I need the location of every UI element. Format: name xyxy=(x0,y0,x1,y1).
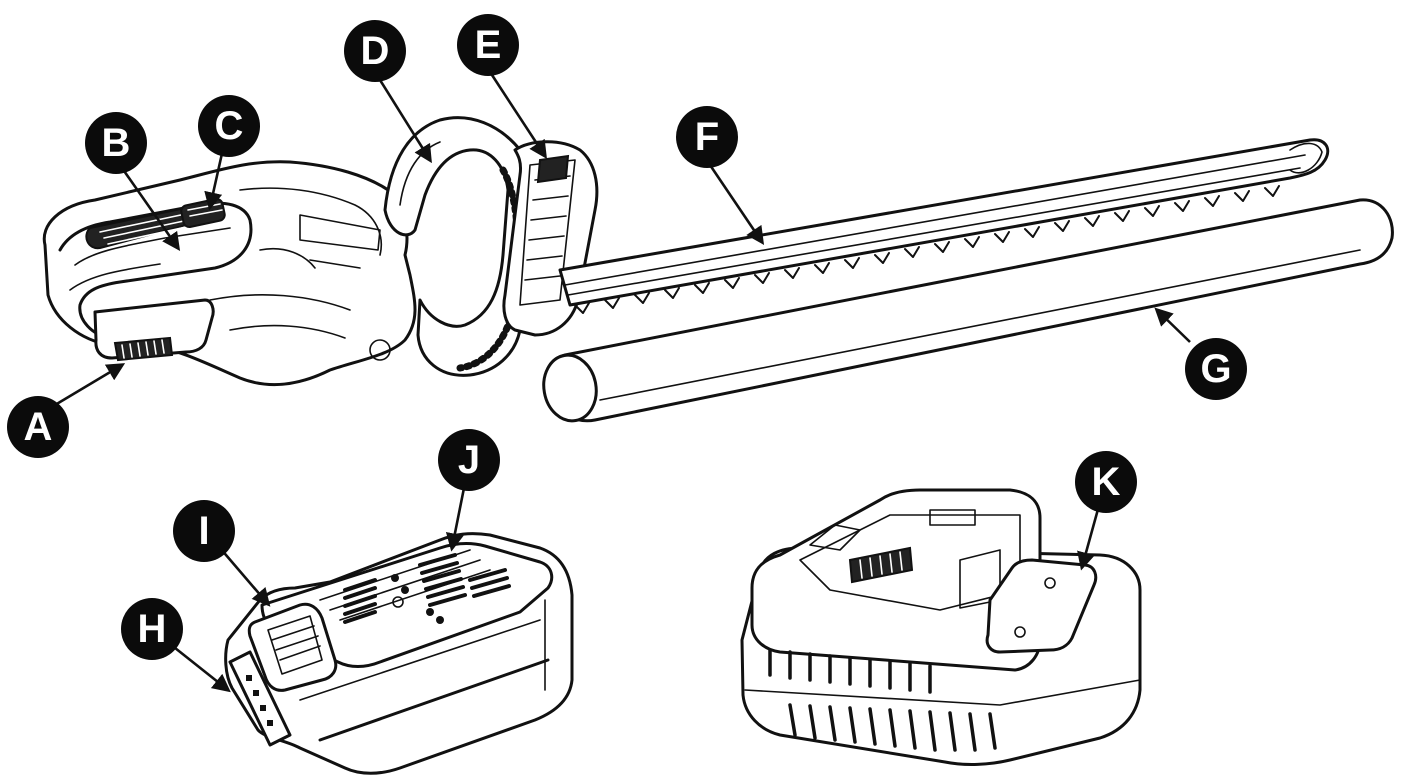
battery-vents xyxy=(343,553,511,624)
battery xyxy=(224,532,574,775)
leader-f xyxy=(708,164,765,246)
leader-g xyxy=(1154,307,1191,343)
label-j: J xyxy=(438,429,500,491)
label-g: G xyxy=(1185,338,1247,400)
battery-indicator xyxy=(228,650,292,747)
label-c-text: C xyxy=(215,104,244,148)
label-g-text: G xyxy=(1200,347,1231,391)
label-d-text: D xyxy=(361,29,390,73)
label-a: A xyxy=(7,396,69,458)
leader-lines xyxy=(54,74,1191,693)
label-h-text: H xyxy=(138,607,167,651)
front-handle xyxy=(383,116,539,377)
charger xyxy=(740,488,1142,766)
label-e-text: E xyxy=(475,23,502,67)
leader-k xyxy=(1077,501,1102,571)
leader-e xyxy=(490,74,547,160)
charger-indicator-panel xyxy=(985,558,1098,654)
label-i: I xyxy=(173,500,235,562)
label-k: K xyxy=(1075,451,1137,513)
blade xyxy=(558,138,1330,314)
label-c: C xyxy=(198,95,260,157)
label-h: H xyxy=(121,598,183,660)
label-a-text: A xyxy=(24,405,53,449)
label-j-text: J xyxy=(458,438,480,482)
label-f: F xyxy=(676,106,738,168)
label-b: B xyxy=(85,112,147,174)
leader-a xyxy=(54,363,126,407)
label-f-text: F xyxy=(695,115,719,159)
label-e: E xyxy=(457,14,519,76)
blade-cover xyxy=(542,198,1394,423)
label-b-text: B xyxy=(102,121,131,165)
rear-handle xyxy=(58,201,253,340)
leader-b xyxy=(113,157,181,251)
label-i-text: I xyxy=(198,509,209,553)
label-k-text: K xyxy=(1092,460,1121,504)
hedge-trimmer xyxy=(42,116,599,387)
label-d: D xyxy=(344,20,406,82)
leader-i xyxy=(219,547,271,607)
leader-d xyxy=(378,79,432,164)
